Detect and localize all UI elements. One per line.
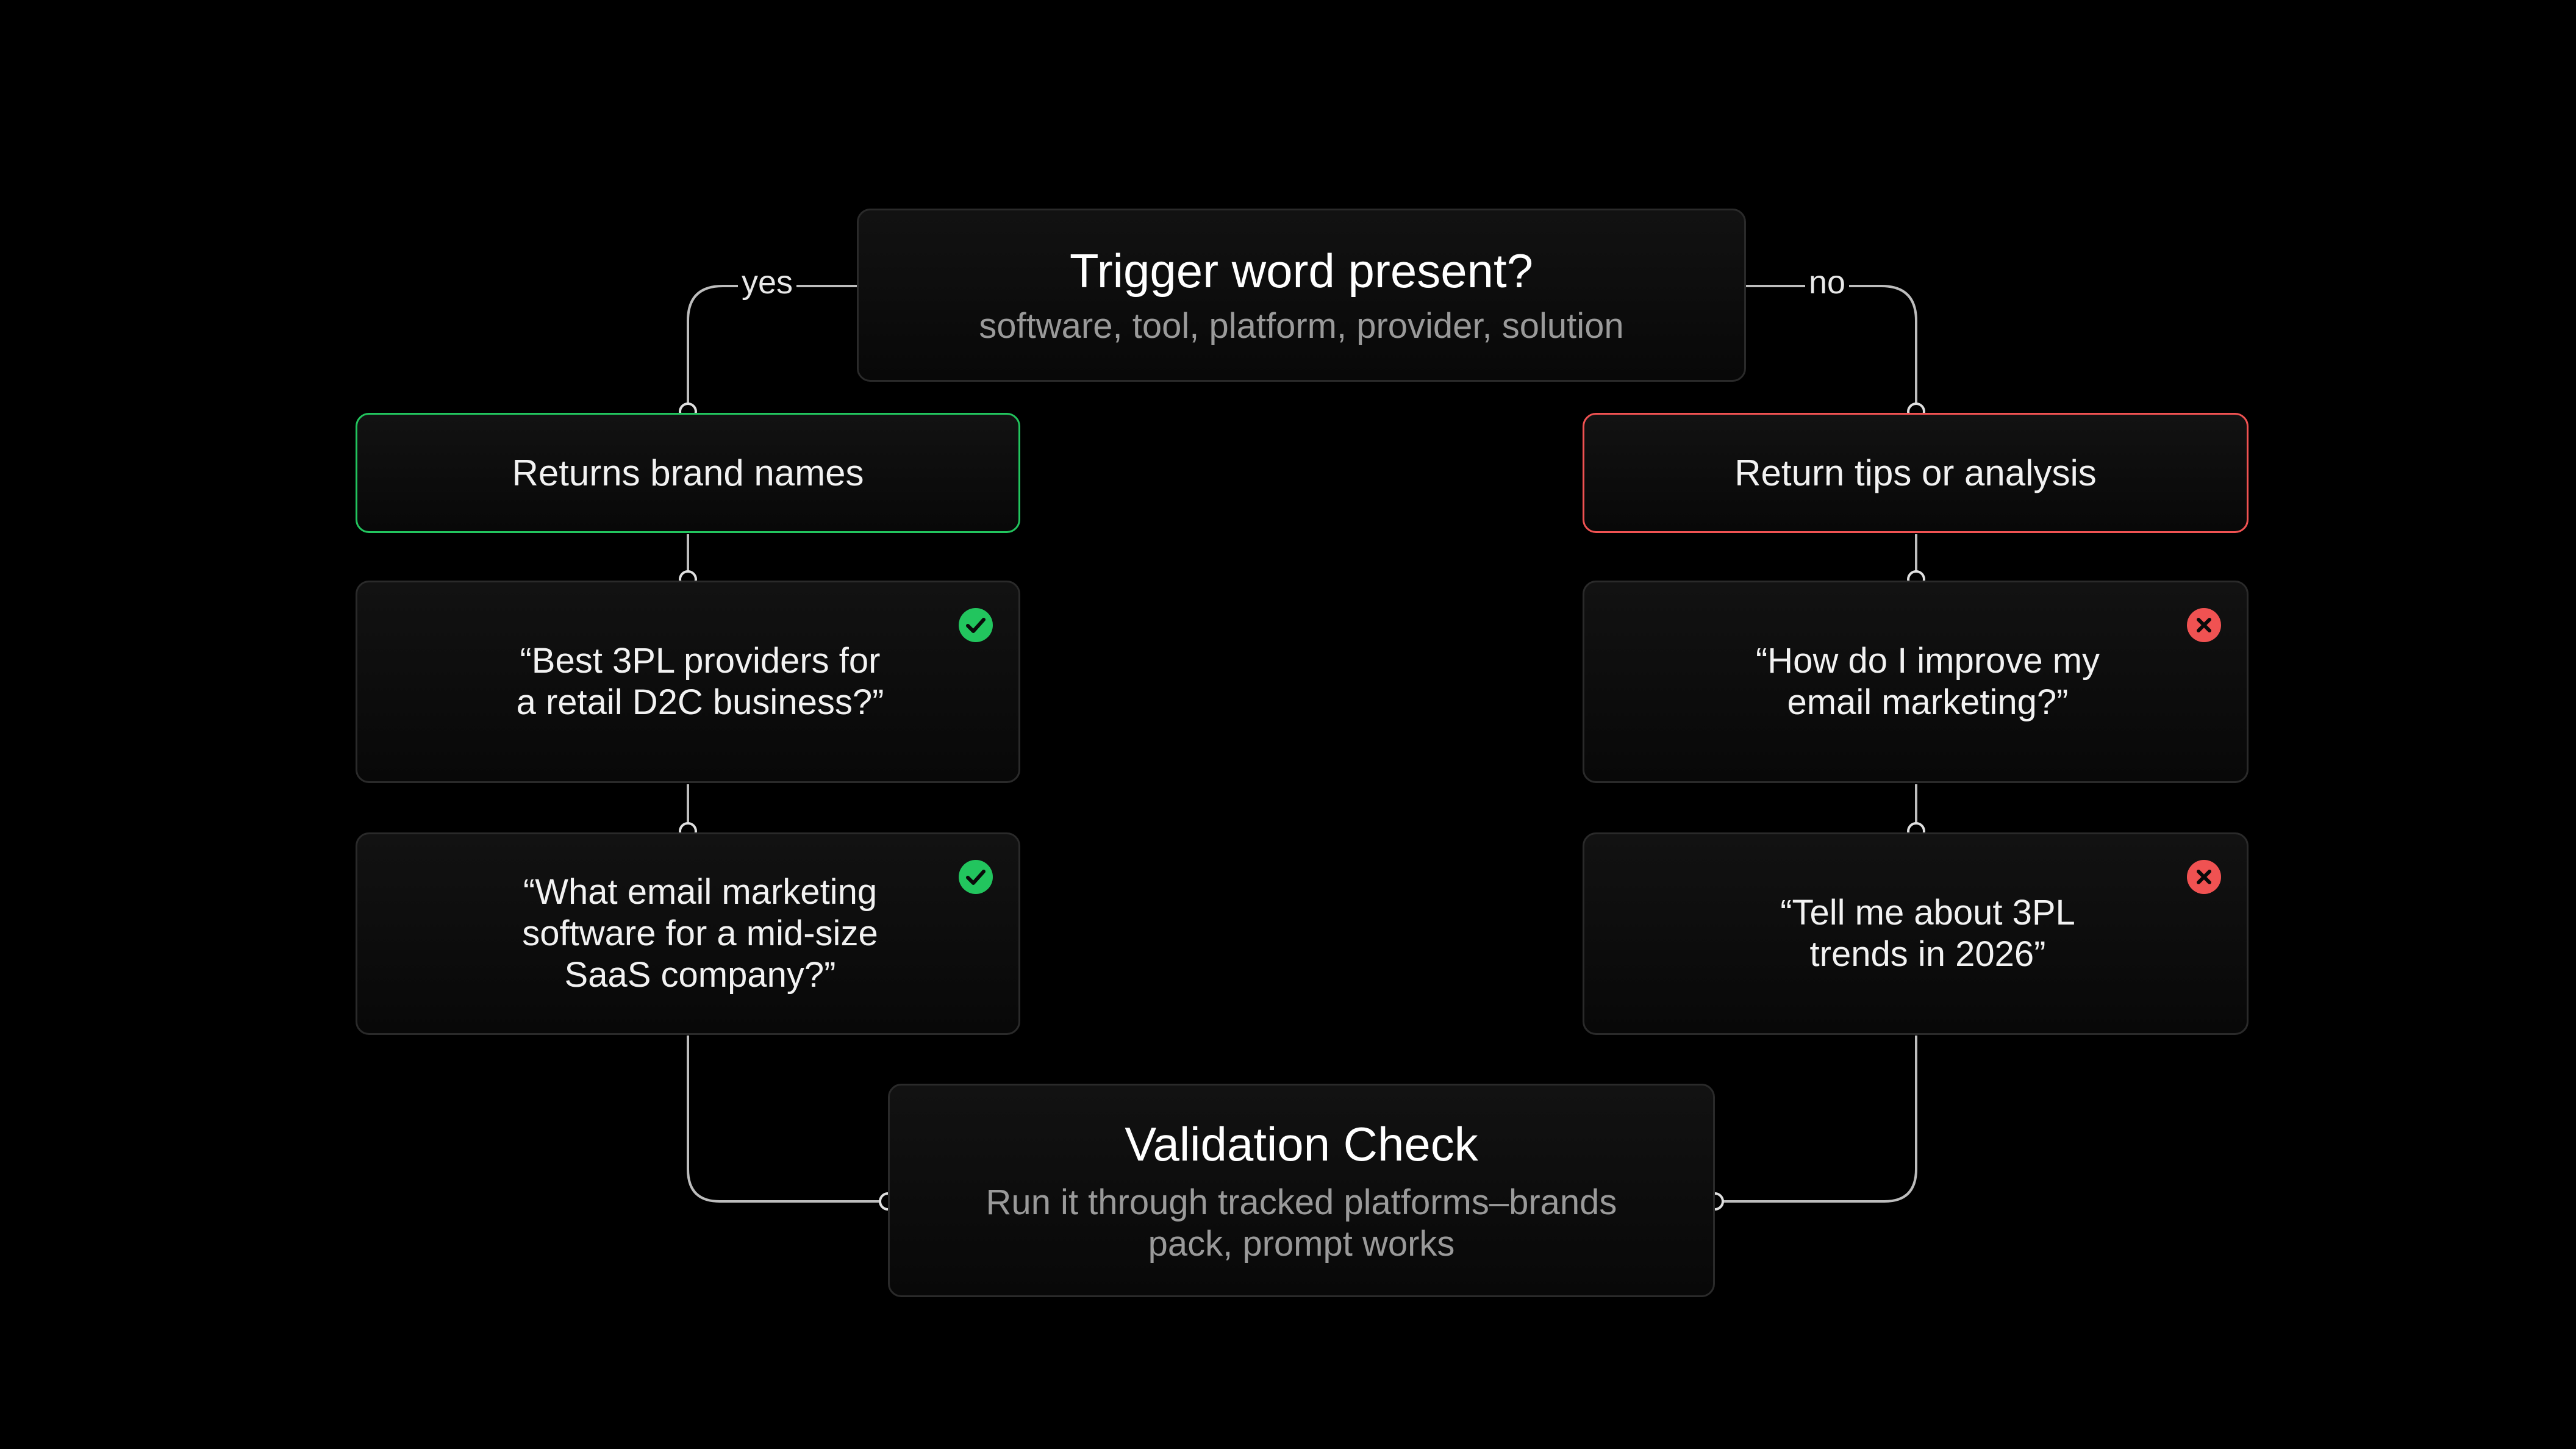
x-circle-icon bbox=[2187, 860, 2221, 894]
yes-header-label: Returns brand names bbox=[512, 453, 864, 493]
no-example-node: “How do I improve my email marketing?” bbox=[1583, 581, 2249, 783]
validation-node: Validation Check Run it through tracked … bbox=[888, 1084, 1715, 1297]
no-header-label: Return tips or analysis bbox=[1734, 453, 2097, 493]
yes-branch-label: yes bbox=[738, 263, 797, 301]
decision-title: Trigger word present? bbox=[1069, 244, 1534, 298]
yes-example-node: “Best 3PL providers for a retail D2C bus… bbox=[356, 581, 1020, 783]
yes-header-node: Returns brand names bbox=[356, 413, 1020, 533]
no-header-node: Return tips or analysis bbox=[1583, 413, 2249, 533]
yes-example-node: “What email marketing software for a mid… bbox=[356, 832, 1020, 1035]
example-quote: “How do I improve my email marketing?” bbox=[1755, 641, 2100, 722]
check-circle-icon bbox=[959, 860, 993, 894]
validation-title: Validation Check bbox=[1125, 1117, 1478, 1172]
check-circle-icon bbox=[959, 608, 993, 642]
example-quote: “What email marketing software for a mid… bbox=[522, 872, 878, 995]
no-branch-label: no bbox=[1805, 263, 1850, 301]
validation-subtitle: Run it through tracked platforms–brands … bbox=[986, 1182, 1617, 1264]
decision-node: Trigger word present? software, tool, pl… bbox=[857, 209, 1746, 382]
x-circle-icon bbox=[2187, 608, 2221, 642]
example-quote: “Best 3PL providers for a retail D2C bus… bbox=[516, 641, 884, 722]
no-example-node: “Tell me about 3PL trends in 2026” bbox=[1583, 832, 2249, 1035]
decision-subtitle: software, tool, platform, provider, solu… bbox=[979, 306, 1624, 346]
example-quote: “Tell me about 3PL trends in 2026” bbox=[1780, 893, 2075, 974]
